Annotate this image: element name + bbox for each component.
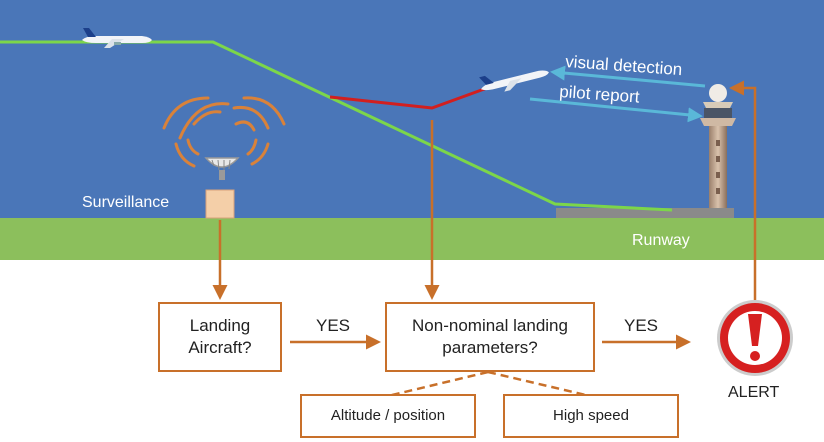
pilot-report-arrow xyxy=(529,97,703,123)
alert-sign-icon xyxy=(717,300,793,376)
altitude-label: Altitude / position xyxy=(330,407,446,424)
deviation-path xyxy=(329,86,488,110)
landing-line2: Aircraft? xyxy=(188,338,252,357)
alert-label: ALERT xyxy=(728,384,780,401)
control-tower-icon xyxy=(700,84,736,208)
flow-connectors xyxy=(212,80,757,398)
altitude-position-box: Altitude / position xyxy=(300,394,476,438)
yes-label-1: YES xyxy=(316,316,351,335)
radar-waves xyxy=(162,96,286,168)
speed-dashed-link xyxy=(487,370,591,398)
airplane-icon xyxy=(479,70,549,92)
sky xyxy=(0,0,824,218)
altitude-dashed-link xyxy=(387,370,489,398)
ground xyxy=(0,218,824,260)
speed-label: High speed xyxy=(553,407,629,424)
yes-label-2: YES xyxy=(624,316,659,335)
runway-strip xyxy=(556,208,734,218)
nonnominal-line2: parameters? xyxy=(442,338,538,357)
landing-aircraft-box: Landing Aircraft? xyxy=(158,302,282,372)
high-speed-box: High speed xyxy=(503,394,679,438)
radar-dish-icon xyxy=(204,157,240,219)
runway-label: Runway xyxy=(632,232,690,249)
airplane-icon xyxy=(82,28,152,48)
non-nominal-parameters-box: Non-nominal landing parameters? xyxy=(385,302,595,372)
landing-line1: Landing xyxy=(189,316,251,335)
nonnominal-line1: Non-nominal landing xyxy=(412,316,568,335)
surveillance-label: Surveillance xyxy=(82,194,170,211)
visual-detection-arrow xyxy=(550,65,706,88)
alert-to-tower-arrow xyxy=(729,80,757,300)
